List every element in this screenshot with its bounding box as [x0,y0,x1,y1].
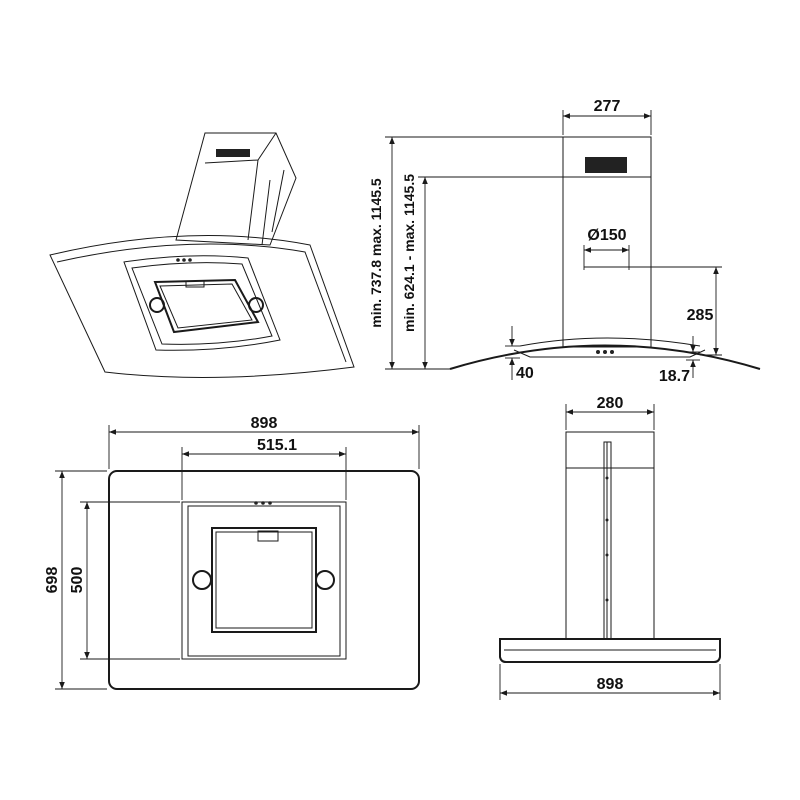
dim-height-min: min. 624.1 - max. 1145.5 [401,174,417,332]
dim-outlet-height: 285 [687,307,714,324]
dim-side-width: 898 [597,676,624,693]
front-view: 898 515.1 698 500 [44,415,420,690]
dim-duct-diameter: Ø150 [587,227,626,244]
dim-inner-width: 515.1 [257,437,297,454]
dim-top-width: 277 [594,98,621,115]
dim-inner-depth: 500 [69,567,86,594]
rear-view: 280 898 [499,395,721,700]
isometric-view [49,132,355,378]
dim-canopy-thickness: 40 [516,365,534,382]
vent-grille-icon [216,149,250,157]
vent-grille-icon [585,157,627,173]
side-view: 277 min. 737.8 max. 1145.5 min. 624.1 - … [368,98,761,385]
dim-chimney-width: 280 [597,395,624,412]
dim-height-max: min. 737.8 max. 1145.5 [368,178,384,328]
dim-front-width: 898 [251,415,278,432]
dim-total-depth: 698 [44,567,61,594]
dim-glass-offset: 18.7 [659,368,690,385]
